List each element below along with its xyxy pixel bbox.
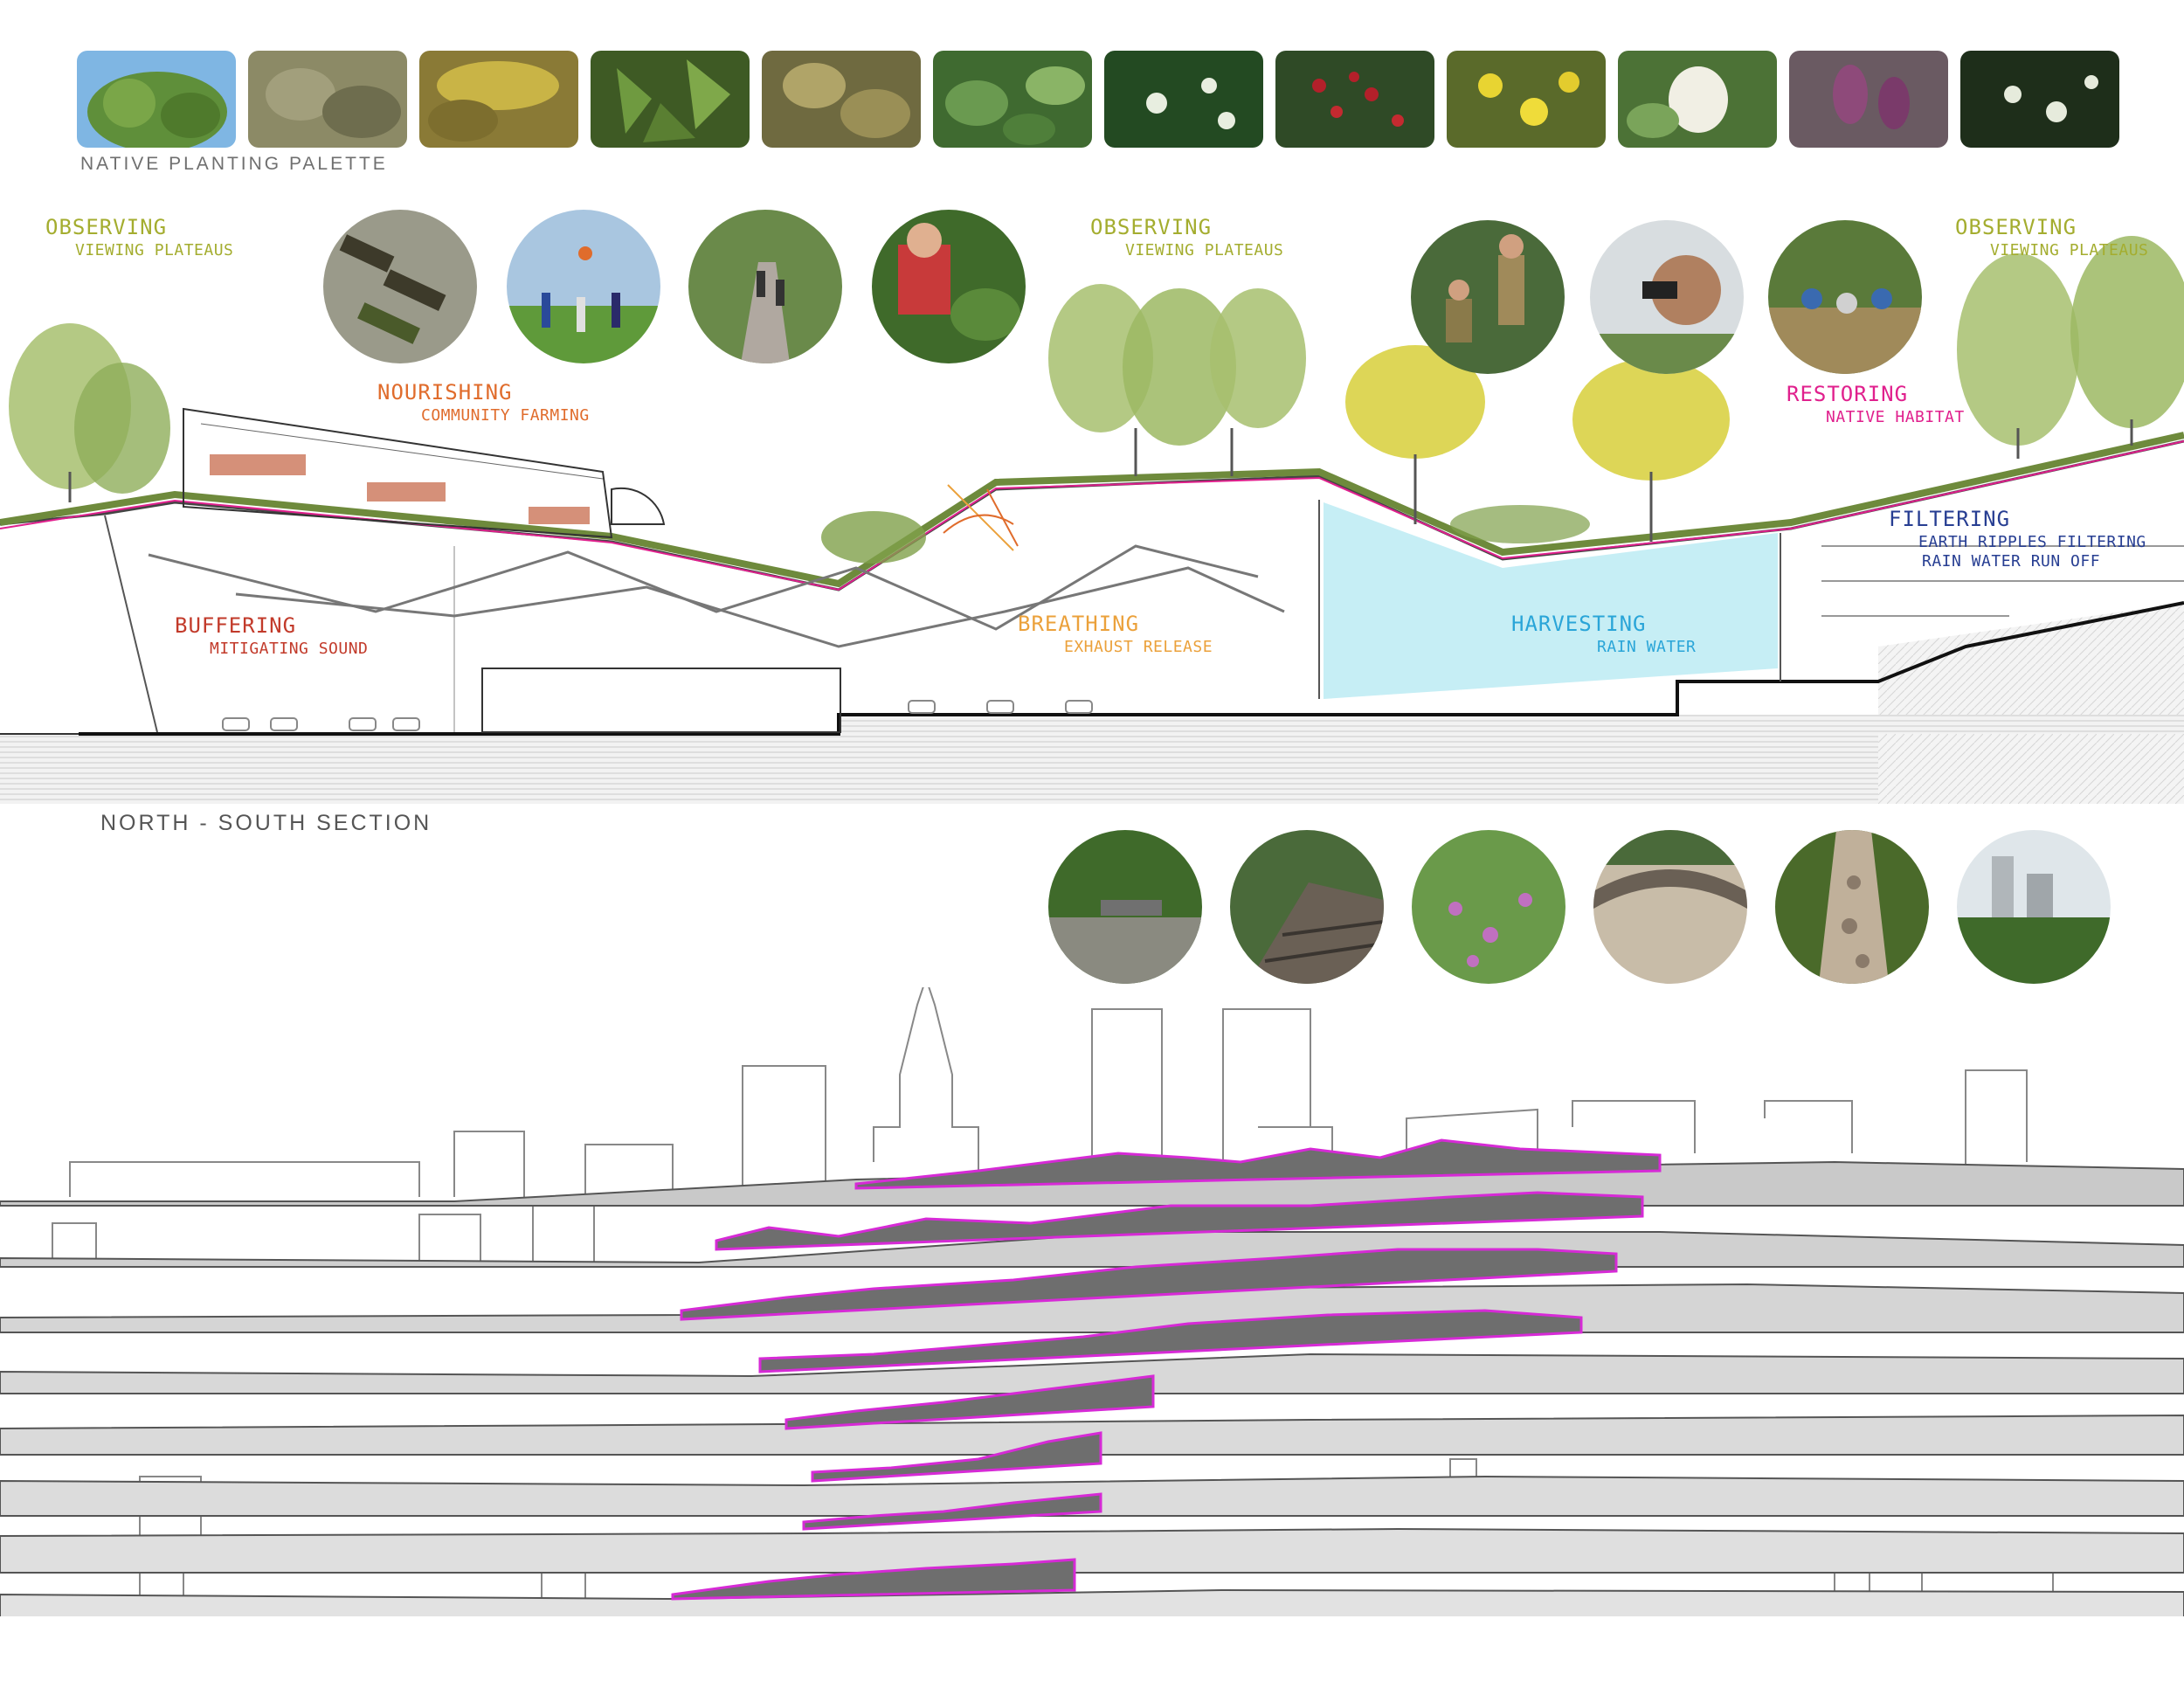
photo-gravel-amphitheater (1593, 830, 1747, 984)
plant-thumb-9 (1447, 51, 1606, 148)
photo-binoculars (1590, 220, 1744, 374)
park-landforms (671, 1138, 1662, 1601)
vent-lines (148, 544, 1259, 631)
harvesting-sub: RAIN WATER (1597, 638, 1697, 656)
restoring-label: RESTORING (1787, 382, 1909, 406)
photo-stone-swale (1775, 830, 1929, 984)
buffering-label: BUFFERING (175, 613, 297, 638)
plant-thumb-1 (77, 51, 236, 148)
green-roof (0, 432, 2184, 588)
plant-thumb-7 (1104, 51, 1263, 148)
plant-thumb-8 (1275, 51, 1434, 148)
photo-child-gardening (872, 210, 1026, 363)
photo-wildflowers (1412, 830, 1565, 984)
harvesting-label: HARVESTING (1511, 612, 1647, 636)
tree-group-yellow (1345, 345, 1730, 542)
filtering-sub-1: EARTH RIPPLES FILTERING (1918, 533, 2146, 551)
photo-bike-path (688, 210, 842, 363)
tree-group-right (1957, 236, 2184, 459)
plant-thumb-6 (933, 51, 1092, 148)
section-drawing (0, 236, 2184, 804)
bedrock-right (1878, 603, 2184, 804)
filtering-sub-2: RAIN WATER RUN OFF (1922, 552, 2101, 571)
tunnel-cars (222, 700, 1093, 731)
plant-thumb-2 (248, 51, 407, 148)
observing-label-3: OBSERVING (1955, 215, 2077, 239)
observing-label-1: OBSERVING (45, 215, 168, 239)
photo-steps (1230, 830, 1384, 984)
plant-thumb-3 (419, 51, 578, 148)
plant-thumb-4 (591, 51, 750, 148)
tree-group-left (9, 323, 170, 502)
plant-thumb-5 (762, 51, 921, 148)
photo-group-outdoors (1768, 220, 1922, 374)
soil-band (0, 734, 2184, 804)
photo-bench (1048, 830, 1202, 984)
rain-water-reservoir (1324, 502, 1778, 699)
nourishing-sub: COMMUNITY FARMING (421, 406, 590, 425)
tree-group-center (1048, 284, 1306, 476)
nourishing-label: NOURISHING (377, 380, 513, 405)
plant-thumb-10 (1618, 51, 1777, 148)
plant-thumb-11 (1789, 51, 1948, 148)
photo-field-play (507, 210, 660, 363)
left-building (183, 407, 613, 539)
palette-label: NATIVE PLANTING PALETTE (80, 154, 388, 174)
section-profiles (0, 987, 2184, 1616)
observing-sub-2: VIEWING PLATEAUS (1125, 241, 1284, 259)
filtering-label: FILTERING (1889, 507, 2011, 531)
breathing-sub: EXHAUST RELEASE (1064, 638, 1213, 656)
photo-community-beds (323, 210, 477, 363)
breathing-label: BREATHING (1018, 612, 1140, 636)
observing-sub-3: VIEWING PLATEAUS (1990, 241, 2149, 259)
section-title: NORTH - SOUTH SECTION (100, 811, 432, 835)
observing-sub-1: VIEWING PLATEAUS (75, 241, 234, 259)
buffering-sub: MITIGATING SOUND (210, 640, 369, 658)
photo-skyline-meadow (1957, 830, 2111, 984)
photo-naturalist (1411, 220, 1565, 374)
observing-label-2: OBSERVING (1090, 215, 1213, 239)
plant-thumb-12 (1960, 51, 2119, 148)
restoring-sub: NATIVE HABITAT (1826, 408, 1965, 426)
